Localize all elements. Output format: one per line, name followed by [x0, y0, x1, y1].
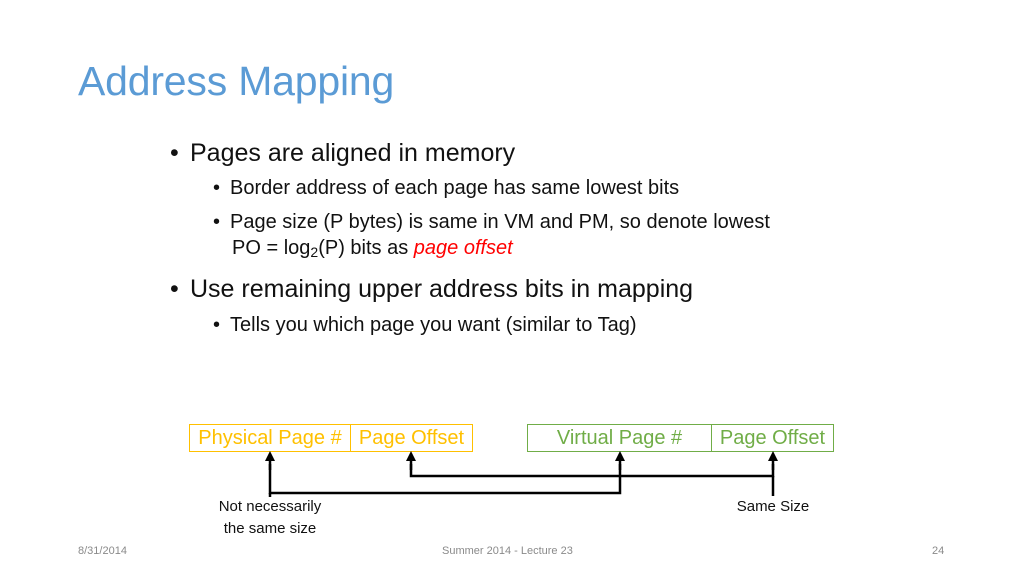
bullet-1-text: Pages are aligned in memory	[190, 139, 516, 167]
po-middle: (P) bits as	[318, 237, 414, 259]
sub-bullet-1-2-line2: PO = log2(P) bits as page offset	[232, 237, 513, 260]
sub-bullet-1-1: • Border address of each page has same lo…	[213, 177, 679, 200]
sub-bullet-marker: •	[213, 177, 221, 199]
note-left-line1: Not necessarily	[218, 498, 322, 515]
sub-bullet-1-2: • Page size (P bytes) is same in VM and P…	[213, 211, 770, 234]
bullet-marker: •	[170, 139, 179, 167]
sub-bullet-2-1: • Tells you which page you want (similar …	[213, 314, 636, 337]
note-not-same-size: Not necessarily the same size	[190, 496, 350, 540]
log-base: 2	[310, 244, 319, 260]
slide-title: Address Mapping	[78, 58, 395, 104]
page-offset-bracket	[409, 464, 775, 478]
sub-bullet-marker: •	[213, 314, 221, 336]
page-number-bracket	[268, 464, 622, 495]
footer-date: 8/31/2014	[78, 545, 127, 557]
footer-center: Summer 2014 - Lecture 23	[442, 545, 573, 557]
sub-bullet-marker: •	[213, 211, 221, 233]
bullet-marker: •	[170, 275, 179, 303]
sub-bullet-1-2-text: Page size (P bytes) is same in VM and PM…	[230, 211, 770, 233]
po-prefix: PO = log	[232, 237, 311, 259]
bullet-2-text: Use remaining upper address bits in mapp…	[190, 275, 694, 303]
page-offset-term: page offset	[413, 237, 513, 259]
bullet-2: • Use remaining upper address bits in map…	[170, 275, 693, 304]
sub-bullet-1-1-text: Border address of each page has same low…	[230, 177, 680, 199]
bullet-1: • Pages are aligned in memory	[170, 139, 515, 168]
note-same-size: Same Size	[736, 498, 810, 515]
footer-page-number: 24	[932, 545, 945, 557]
sub-bullet-2-1-text: Tells you which page you want (similar t…	[230, 314, 637, 336]
note-left-line2: the same size	[223, 520, 317, 537]
